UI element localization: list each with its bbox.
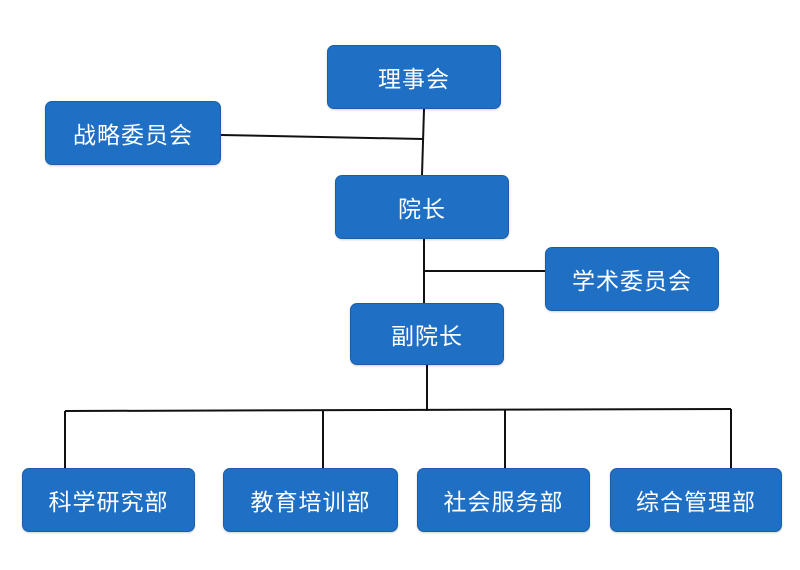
connector-strategy	[220, 134, 424, 140]
connector-department-bus	[64, 408, 732, 412]
node-department-education-training: 教育培训部	[223, 468, 398, 532]
node-president: 院长	[335, 175, 509, 239]
connector-board-president	[421, 108, 425, 176]
node-vice-president: 副院长	[350, 303, 504, 365]
node-department-social-service: 社会服务部	[417, 468, 590, 532]
node-academic-committee: 学术委员会	[545, 247, 719, 311]
node-board: 理事会	[327, 45, 501, 109]
node-department-general-management: 综合管理部	[610, 468, 782, 532]
node-department-science-research: 科学研究部	[22, 468, 195, 532]
node-strategy-committee: 战略委员会	[45, 101, 221, 165]
